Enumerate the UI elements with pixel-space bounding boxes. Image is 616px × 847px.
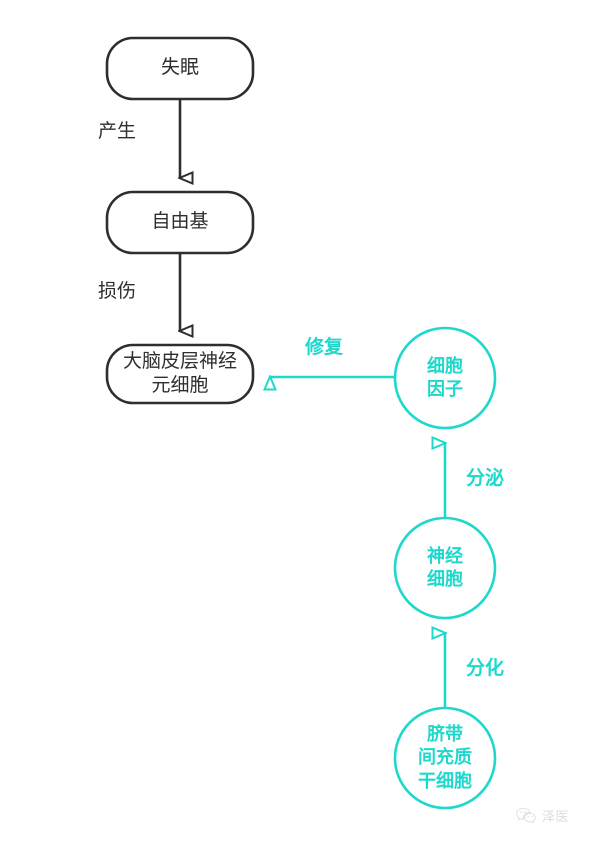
node-cytokine-shape[interactable] [393, 326, 497, 430]
node-cortex-neuron-shape[interactable] [105, 343, 255, 405]
node-nerve-cell-shape[interactable] [393, 516, 497, 620]
edge-label-secretes: 分泌 [466, 468, 505, 489]
node-free-radicals-shape[interactable] [105, 190, 255, 255]
wechat-logo-icon [516, 807, 536, 825]
edge-label-differentiates: 分化 [466, 658, 505, 679]
watermark: 泽医 [516, 806, 569, 825]
watermark-text: 泽医 [542, 809, 570, 824]
node-insomnia-shape[interactable] [105, 36, 255, 101]
node-stem-cell-shape[interactable] [393, 706, 497, 810]
edge-label-damages: 损伤 [98, 281, 137, 302]
edge-label-produces: 产生 [98, 121, 137, 142]
edge-label-repairs: 修复 [305, 337, 344, 358]
